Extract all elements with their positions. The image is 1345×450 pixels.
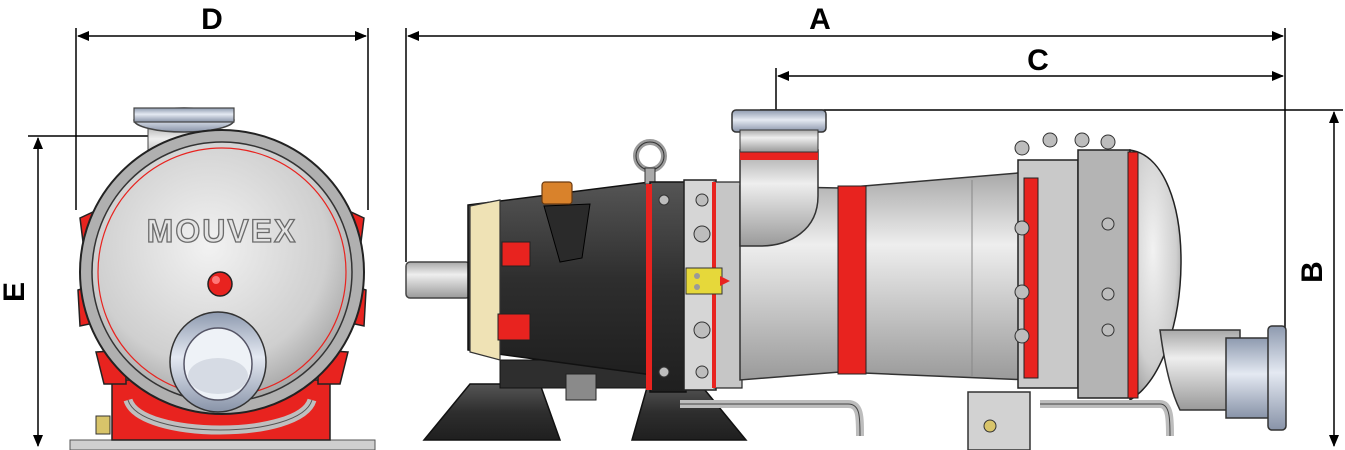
front-logo: MOUVEX <box>147 213 298 249</box>
front-brass-fitting <box>95 415 111 435</box>
side-inlet-flange <box>731 109 827 133</box>
side-flange-dark <box>649 181 687 393</box>
side-end-plate <box>469 199 501 361</box>
side-yellow-tag <box>685 267 723 295</box>
side-foot-left <box>422 383 562 441</box>
side-foot-right <box>631 383 748 441</box>
dim-label-a: A <box>809 3 831 36</box>
pump-side-view <box>405 109 1287 450</box>
side-drive-shaft <box>405 261 471 299</box>
side-rear-support <box>967 391 1031 450</box>
pump-front-view: MOUVEX <box>69 107 376 450</box>
dim-label-e: E <box>0 282 31 302</box>
front-center-plug <box>207 271 233 297</box>
dim-label-d: D <box>201 3 223 36</box>
side-outlet-pipe <box>1159 329 1241 411</box>
side-red-marker <box>501 241 531 267</box>
side-red-band-1 <box>837 185 867 375</box>
dim-label-c: C <box>1027 44 1049 77</box>
side-outlet-coupling <box>1225 337 1271 419</box>
dim-label-b: B <box>1296 261 1329 283</box>
side-orange-cap <box>541 181 573 205</box>
side-inlet-pipe <box>739 149 819 247</box>
front-base-plate <box>69 439 376 450</box>
dimension-lines <box>28 28 1343 447</box>
